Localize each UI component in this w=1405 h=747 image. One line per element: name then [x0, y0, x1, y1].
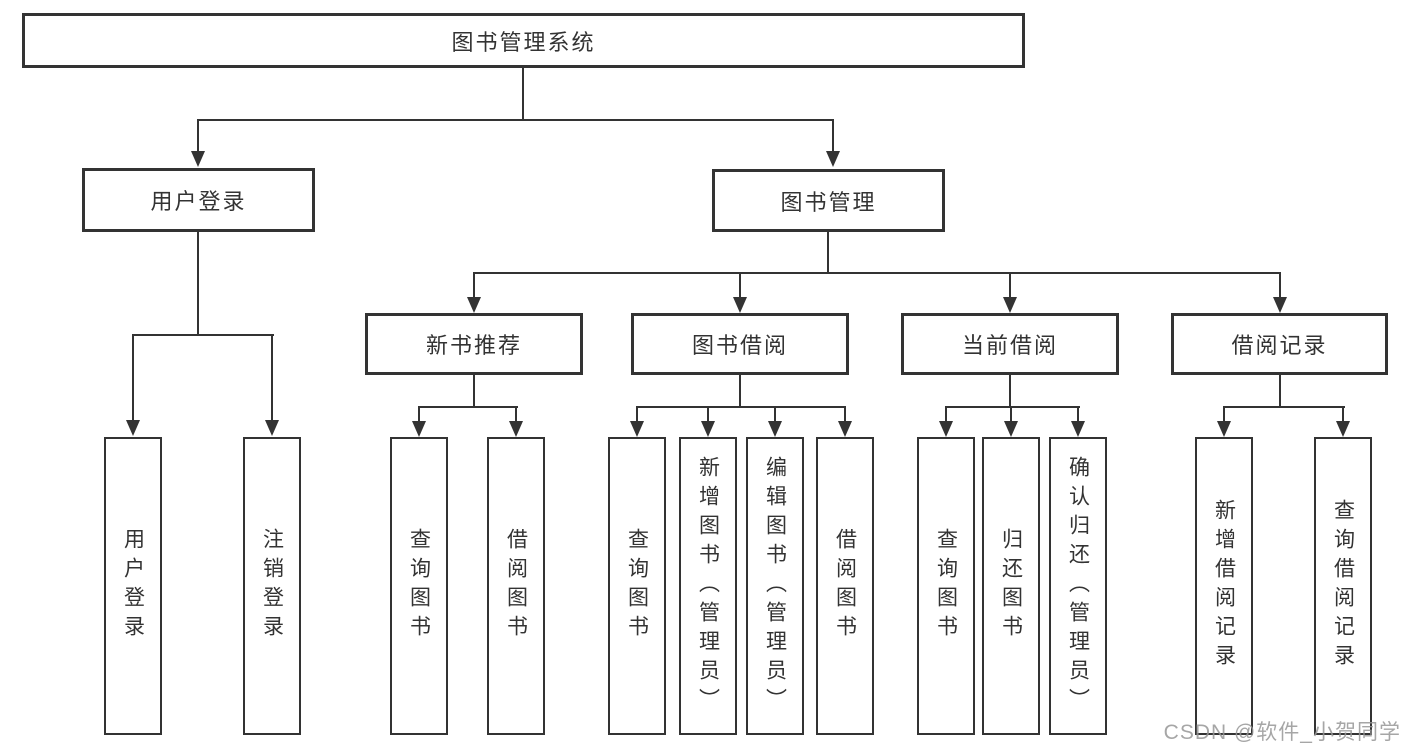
connector-line: [197, 119, 199, 153]
leaf-node-query-borrow-record: 查询借阅记录: [1314, 437, 1372, 735]
arrow-down-icon: [939, 421, 953, 437]
leaf-node-user-login: 用户登录: [104, 437, 162, 735]
leaf-node-add-book-admin-label: 新增图书（管理员）: [696, 455, 720, 717]
connector-line: [522, 68, 524, 120]
arrow-down-icon: [265, 420, 279, 436]
leaf-node-edit-book-admin-label: 编辑图书（管理员）: [763, 455, 787, 717]
csdn-watermark: CSDN @软件_小贺同学: [1163, 721, 1401, 744]
leaf-node-borrow-books-label: 借阅图书: [833, 528, 857, 644]
arrow-down-icon: [838, 421, 852, 437]
connector-line: [945, 406, 947, 423]
connector-line: [707, 406, 709, 423]
node-current-borrowing-label: 当前借阅: [961, 333, 1058, 358]
arrow-down-icon: [1071, 421, 1085, 437]
arrow-down-icon: [701, 421, 715, 437]
connector-line: [197, 232, 199, 336]
arrow-down-icon: [126, 420, 140, 436]
connector-line: [197, 119, 834, 121]
node-book-borrowing-label: 图书借阅: [691, 333, 788, 358]
connector-line: [636, 406, 846, 408]
connector-line: [832, 119, 834, 153]
arrow-down-icon: [1004, 421, 1018, 437]
leaf-node-borrow-books: 借阅图书: [816, 437, 874, 735]
leaf-node-query-books-current-label: 查询图书: [934, 528, 958, 644]
arrow-down-icon: [768, 421, 782, 437]
leaf-node-borrow-books-recommend: 借阅图书: [487, 437, 545, 735]
connector-line: [739, 375, 741, 408]
leaf-node-logout: 注销登录: [243, 437, 301, 735]
connector-line: [132, 334, 274, 336]
arrow-down-icon: [191, 151, 205, 167]
leaf-node-query-borrow-record-label: 查询借阅记录: [1331, 499, 1355, 673]
node-book-management-label: 图书管理: [780, 189, 877, 215]
connector-line: [774, 406, 776, 423]
connector-line: [271, 334, 273, 422]
leaf-node-user-login-label: 用户登录: [121, 528, 145, 644]
connector-line: [1342, 406, 1344, 423]
arrow-down-icon: [509, 421, 523, 437]
connector-line: [1279, 375, 1281, 408]
leaf-node-query-books-current: 查询图书: [917, 437, 975, 735]
leaf-node-query-books-recommend: 查询图书: [390, 437, 448, 735]
arrow-down-icon: [1003, 297, 1017, 313]
leaf-node-edit-book-admin: 编辑图书（管理员）: [746, 437, 804, 735]
arrow-down-icon: [733, 297, 747, 313]
connector-line: [1009, 272, 1011, 299]
arrow-down-icon: [412, 421, 426, 437]
arrow-down-icon: [1336, 421, 1350, 437]
leaf-node-add-borrow-record: 新增借阅记录: [1195, 437, 1253, 735]
node-book-management: 图书管理: [712, 169, 945, 232]
node-root: 图书管理系统: [22, 13, 1025, 68]
arrow-down-icon: [826, 151, 840, 167]
node-book-borrowing: 图书借阅: [631, 313, 849, 375]
connector-line: [473, 272, 475, 299]
leaf-node-borrow-books-recommend-label: 借阅图书: [504, 528, 528, 644]
node-root-label: 图书管理系统: [451, 29, 596, 55]
connector-line: [1009, 375, 1011, 408]
node-new-book-recommend: 新书推荐: [365, 313, 583, 375]
arrow-down-icon: [630, 421, 644, 437]
node-current-borrowing: 当前借阅: [901, 313, 1119, 375]
leaf-node-logout-label: 注销登录: [260, 528, 284, 644]
node-borrowing-records: 借阅记录: [1171, 313, 1388, 375]
arrow-down-icon: [467, 297, 481, 313]
leaf-node-return-book-label: 归还图书: [999, 528, 1023, 644]
connector-line: [1223, 406, 1225, 423]
leaf-node-confirm-return-admin-label: 确认归还（管理员）: [1066, 455, 1090, 717]
leaf-node-query-books-recommend-label: 查询图书: [407, 528, 431, 644]
node-borrowing-records-label: 借阅记录: [1231, 333, 1328, 358]
connector-line: [515, 406, 517, 423]
node-user-login-label: 用户登录: [150, 189, 247, 214]
connector-line: [844, 406, 846, 423]
leaf-node-query-books-borrow: 查询图书: [608, 437, 666, 735]
connector-line: [473, 272, 1281, 274]
leaf-node-confirm-return-admin: 确认归还（管理员）: [1049, 437, 1107, 735]
connector-line: [636, 406, 638, 423]
node-new-book-recommend-label: 新书推荐: [425, 333, 522, 358]
connector-line: [945, 406, 1080, 408]
leaf-node-return-book: 归还图书: [982, 437, 1040, 735]
connector-line: [1010, 406, 1012, 423]
connector-line: [827, 232, 829, 274]
connector-line: [1223, 406, 1345, 408]
connector-line: [132, 334, 134, 422]
connector-line: [739, 272, 741, 299]
leaf-node-add-borrow-record-label: 新增借阅记录: [1212, 499, 1236, 673]
connector-line: [1077, 406, 1079, 423]
leaf-node-add-book-admin: 新增图书（管理员）: [679, 437, 737, 735]
arrow-down-icon: [1217, 421, 1231, 437]
leaf-node-query-books-borrow-label: 查询图书: [625, 528, 649, 644]
connector-line: [418, 406, 518, 408]
node-user-login: 用户登录: [82, 168, 315, 232]
connector-line: [1279, 272, 1281, 299]
connector-line: [473, 375, 475, 408]
arrow-down-icon: [1273, 297, 1287, 313]
connector-line: [418, 406, 420, 423]
